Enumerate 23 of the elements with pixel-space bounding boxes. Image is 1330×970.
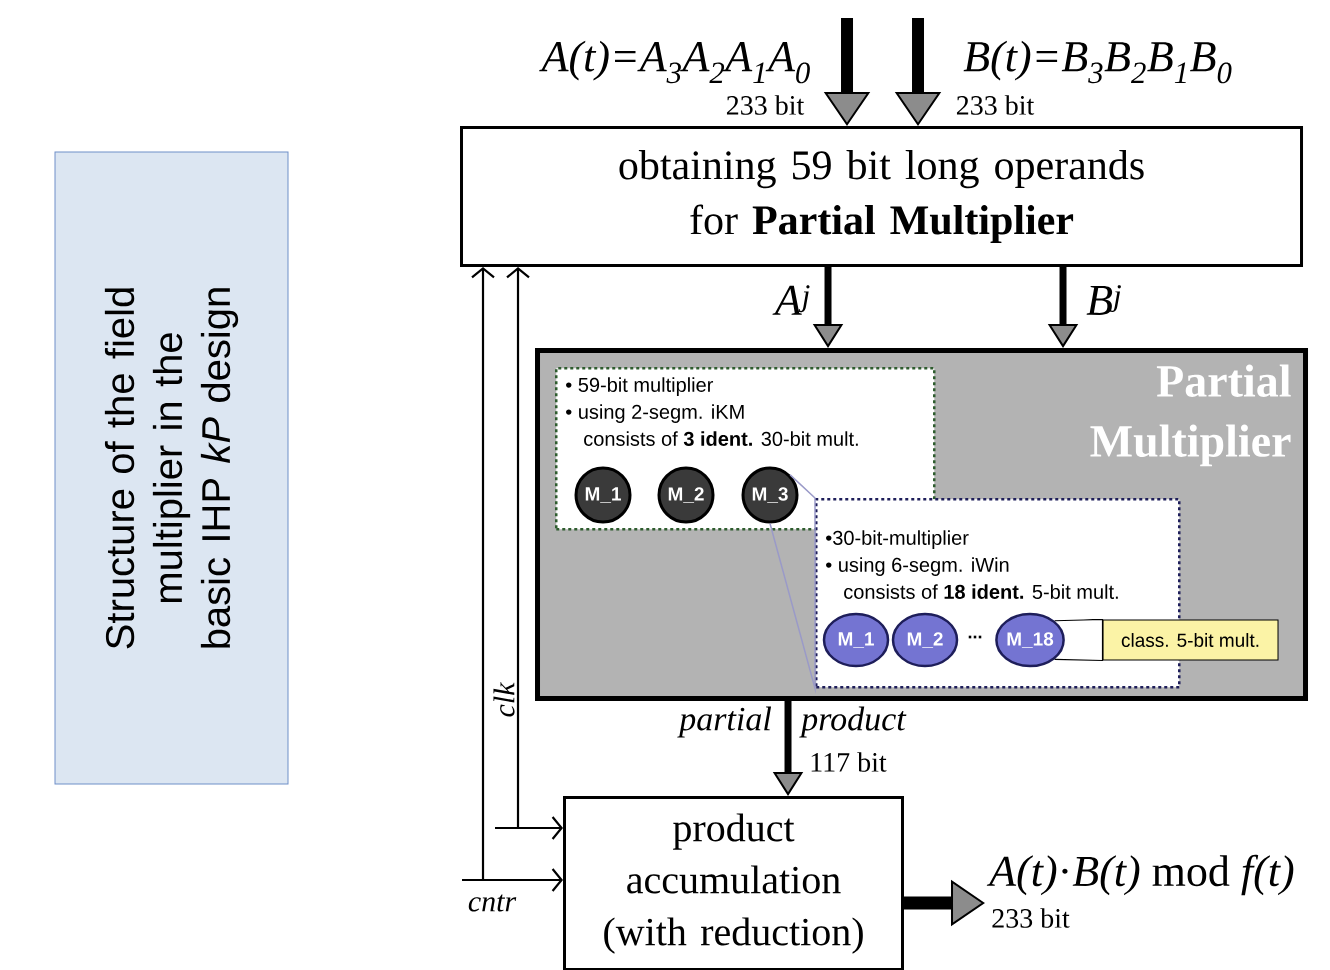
edge-label: 117 bit	[811, 752, 887, 772]
edge-label: 233 bit	[956, 95, 1035, 115]
edge-label: 233 bit	[992, 908, 1070, 928]
zoom-lines	[769, 474, 816, 695]
formula-text: A(t)·B(t) mod f(t)	[986, 854, 1294, 896]
arrow	[495, 816, 563, 840]
edge-label: 233 bit	[726, 95, 805, 115]
formula-text: B(t)=B$_{3}$B$_{2}$B$_{1}$B$_{0}$	[963, 40, 1232, 84]
ellipsis-text: ...	[968, 635, 982, 639]
arrow	[471, 267, 495, 880]
formula-text: A(t)=A$_{3}$A$_{2}$A$_{1}$A$_{0}$	[539, 40, 810, 84]
arrow	[506, 267, 530, 828]
process-box: obtaining 59 bit long operands for Partial Multiplier	[460, 126, 1303, 267]
arrow	[462, 868, 563, 892]
callout-box: class. 5-bit mult.	[1102, 619, 1279, 661]
edge-label: B$^{j}$	[1086, 285, 1121, 315]
zoom-lines	[1054, 618, 1104, 662]
signal-label: cntr	[468, 894, 517, 912]
signal-label: clk	[493, 682, 515, 717]
edge-label: A$^{j}$	[772, 285, 810, 315]
signal-label: product	[799, 706, 907, 738]
process-box: product accumulation (with reduction)	[563, 796, 904, 970]
signal-label: partial	[677, 706, 772, 738]
